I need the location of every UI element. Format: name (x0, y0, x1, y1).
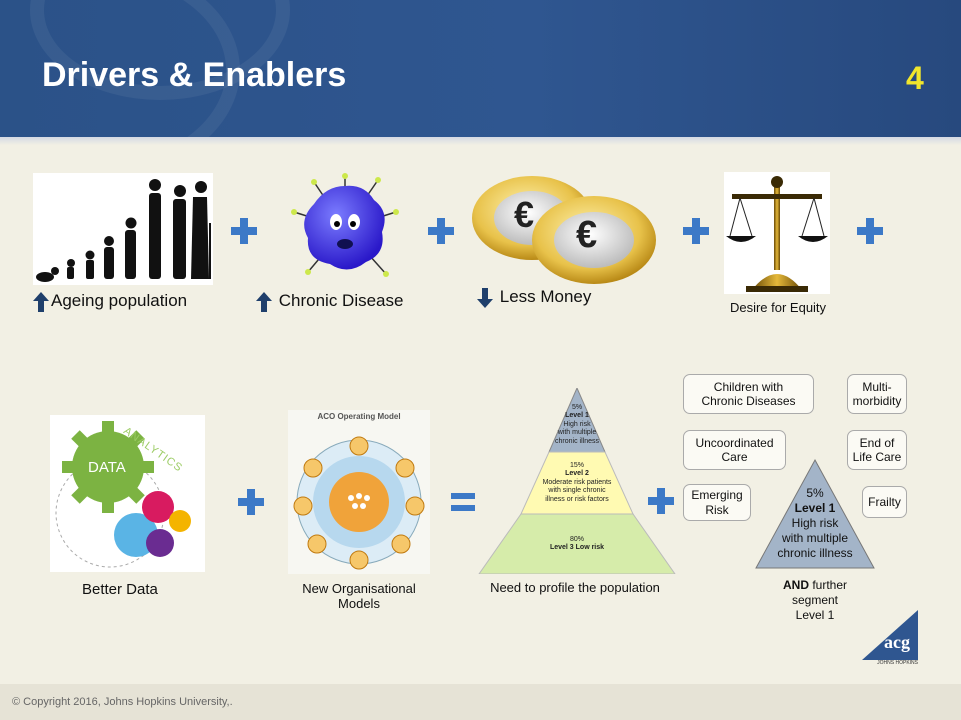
segment-line: Uncoordinated (695, 435, 774, 450)
desire-for-equity-label: Desire for Equity (729, 300, 827, 315)
pyramid-level2-pct: 15% (569, 462, 584, 469)
level1-desc: High risk (791, 516, 839, 530)
segment-line: Risk (705, 502, 729, 517)
level1-title: Level 1 (794, 501, 836, 515)
plus-icon (648, 488, 674, 514)
chronic-disease-germ-image (286, 172, 404, 284)
ageing-population-caption: Ageing population (33, 291, 187, 312)
equals-icon (451, 493, 475, 511)
less-money-caption: Less Money (477, 287, 591, 308)
slide-title: Drivers & Enablers (42, 56, 347, 94)
segment-box-frailty: Frailty (862, 486, 907, 518)
ageing-population-label: Ageing population (51, 291, 188, 310)
segment-line: Emerging (691, 488, 743, 503)
further-strong: AND (782, 578, 809, 592)
euro-symbol: € (576, 214, 598, 256)
arrow-down-icon (477, 287, 493, 308)
acg-logo-subtext: JOHNS HOPKINS (877, 660, 918, 666)
segment-line: Life Care (852, 450, 902, 464)
arrow-up-icon (256, 291, 272, 312)
level1-triangle: 5% Level 1 High risk with multiple chron… (754, 458, 876, 570)
segment-box-multimorbidity: Multi-morbidity (847, 374, 907, 414)
further-line: Level 1 (795, 608, 835, 622)
level1-pct: 5% (806, 486, 824, 500)
pyramid-level3-pct: 80% (569, 536, 584, 543)
plus-icon (683, 218, 709, 244)
segment-line: morbidity (852, 394, 902, 408)
further-segment-note: AND further segment Level 1 (770, 578, 860, 623)
pyramid-level1-pct: 5% (571, 404, 583, 411)
pyramid-level1-desc: with multiple (557, 429, 597, 437)
euro-symbol: € (514, 194, 535, 235)
slide-footer (0, 684, 961, 720)
pyramid-level1-title: Level 1 (565, 412, 589, 420)
scales-of-equity-image (724, 172, 830, 294)
pyramid-level2-desc: with single chronic (548, 487, 606, 495)
pyramid-level2-desc: illness or risk factors (545, 495, 609, 503)
ageing-population-image (33, 173, 213, 285)
arrow-up-icon (33, 291, 49, 312)
aco-operating-model-image: ACO Operating Model (288, 410, 430, 574)
pyramid-level1-desc: High risk (563, 420, 591, 428)
profile-population-label: Need to profile the population (490, 580, 660, 595)
chronic-disease-caption: Chronic Disease (256, 291, 403, 312)
data-gear-label: DATA (88, 459, 126, 476)
new-models-line: New Organisational (302, 581, 416, 596)
pyramid-level1: 5% Level 1 High risk with multiple chron… (549, 404, 605, 446)
pyramid-level1-desc: chronic illness (555, 437, 599, 445)
level1-desc: chronic illness (777, 546, 853, 560)
chronic-disease-label: Chronic Disease (278, 291, 404, 310)
segment-line: Multi- (862, 379, 892, 394)
segment-line: End of (859, 435, 895, 450)
further-rest: further (808, 578, 847, 592)
less-money-label: Less Money (499, 287, 592, 306)
pyramid-level3-title: Level 3 Low risk (549, 544, 605, 552)
level1-triangle-text: 5% Level 1 High risk with multiple chron… (765, 486, 865, 561)
acg-johns-hopkins-logo: acg JOHNS HOPKINS (862, 610, 918, 668)
plus-icon (238, 489, 264, 515)
further-line: segment (791, 593, 839, 607)
data-analytics-gears-image: DATA ANALYTICS (50, 415, 205, 572)
level1-desc: with multiple (781, 531, 849, 545)
header-divider (0, 137, 961, 145)
plus-icon (231, 218, 257, 244)
segment-line: Children with (713, 379, 784, 394)
euro-coins-image: € € (470, 172, 660, 286)
pyramid-level2: 15% Level 2 Moderate risk patients with … (517, 462, 637, 504)
copyright-notice: © Copyright 2016, Johns Hopkins Universi… (12, 696, 233, 708)
slide-header (0, 0, 961, 137)
plus-icon (857, 218, 883, 244)
slide-number: 4 (906, 60, 924, 96)
risk-pyramid: 5% Level 1 High risk with multiple chron… (477, 388, 677, 574)
new-models-line: Models (338, 596, 380, 611)
pyramid-level2-title: Level 2 (565, 470, 589, 478)
better-data-label: Better Data (82, 581, 158, 598)
segment-line: Care (721, 450, 748, 464)
pyramid-level2-desc: Moderate risk patients (542, 478, 612, 486)
pyramid-level3: 80% Level 3 Low risk (517, 536, 637, 553)
segment-line: Chronic Diseases (701, 394, 796, 408)
aco-model-title: ACO Operating Model (317, 412, 401, 421)
plus-icon (428, 218, 454, 244)
segment-line: Frailty (868, 494, 901, 509)
new-organisational-models-label: New Organisational Models (288, 581, 430, 611)
acg-logo-text: acg (884, 632, 910, 652)
